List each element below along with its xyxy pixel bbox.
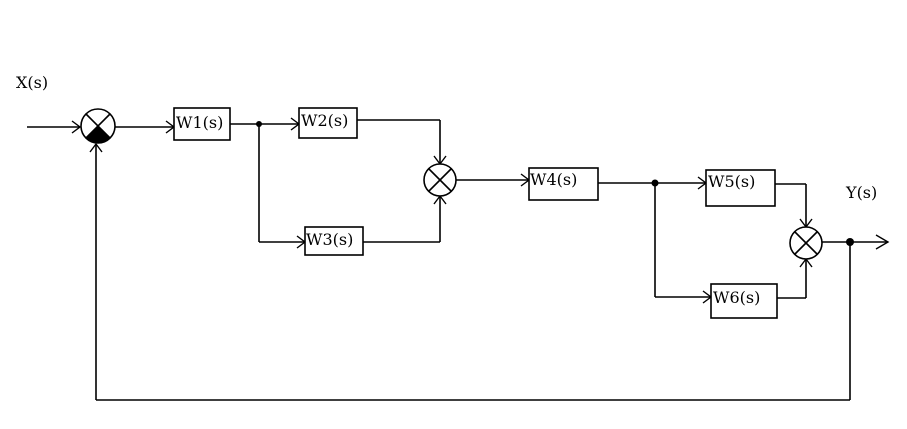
block-w2-label: W2(s) [301,111,348,130]
input-arrowhead [71,120,82,134]
block-w2 [298,107,358,139]
block-w5-label: W5(s) [708,172,755,191]
block-w4 [528,167,599,201]
block-w1-label: W1(s) [176,113,223,132]
block-w3 [304,226,364,256]
block-w4-label: W4(s) [530,170,577,189]
output-arrowhead [875,234,890,250]
feedback-arrowhead [89,142,103,153]
summing-junction-3 [789,226,823,260]
block-w5 [705,169,776,207]
block-w3-label: W3(s) [306,230,353,249]
block-w6 [710,283,778,319]
summing-junction-2 [423,163,457,197]
block-w6-label: W6(s) [713,288,760,307]
input-signal-label: X(s) [16,73,48,92]
summing-junction-1 [80,108,116,144]
output-signal-label: Y(s) [845,183,877,202]
